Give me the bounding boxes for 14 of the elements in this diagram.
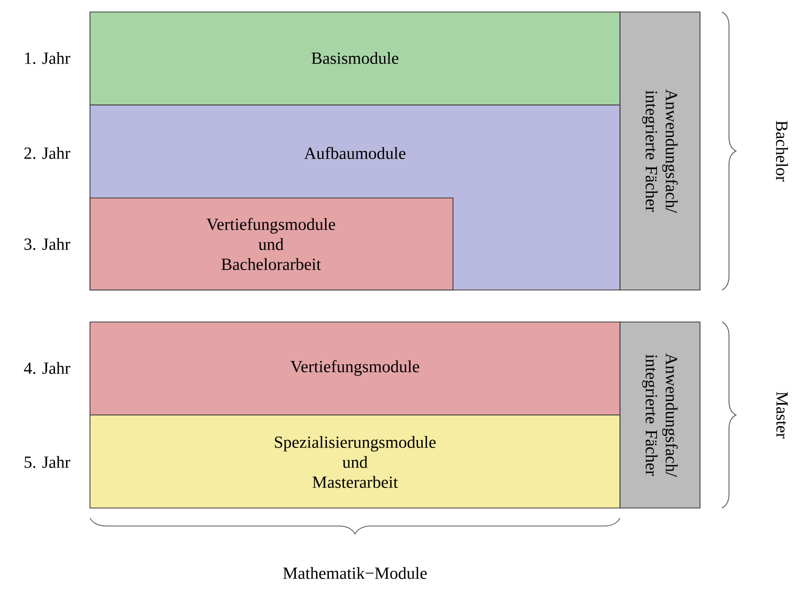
year-label: 2. Jahr <box>24 146 70 159</box>
group-label: Bachelor <box>776 120 788 182</box>
module-box: Basismodule <box>90 12 620 106</box>
subject-box: Anwendungsfach/ integrierte Fächer <box>620 322 700 508</box>
year-label: 5. Jahr <box>24 456 70 468</box>
group-label: Master <box>776 392 788 438</box>
module-box: Vertiefungsmodule <box>90 322 620 416</box>
module-box: Vertiefungsmodule und Bachelorarbeit <box>90 198 454 290</box>
year-label: 3. Jahr <box>24 238 70 250</box>
subject-box: Anwendungsfach/ integrierte Fächer <box>620 12 700 290</box>
module-box: Spezialisierungsmodule und Masterarbeit <box>90 414 620 508</box>
year-label: 4. Jahr <box>24 362 70 374</box>
axis-label: Mathematik−Module <box>283 567 427 579</box>
year-label: 1. Jahr <box>25 52 70 64</box>
